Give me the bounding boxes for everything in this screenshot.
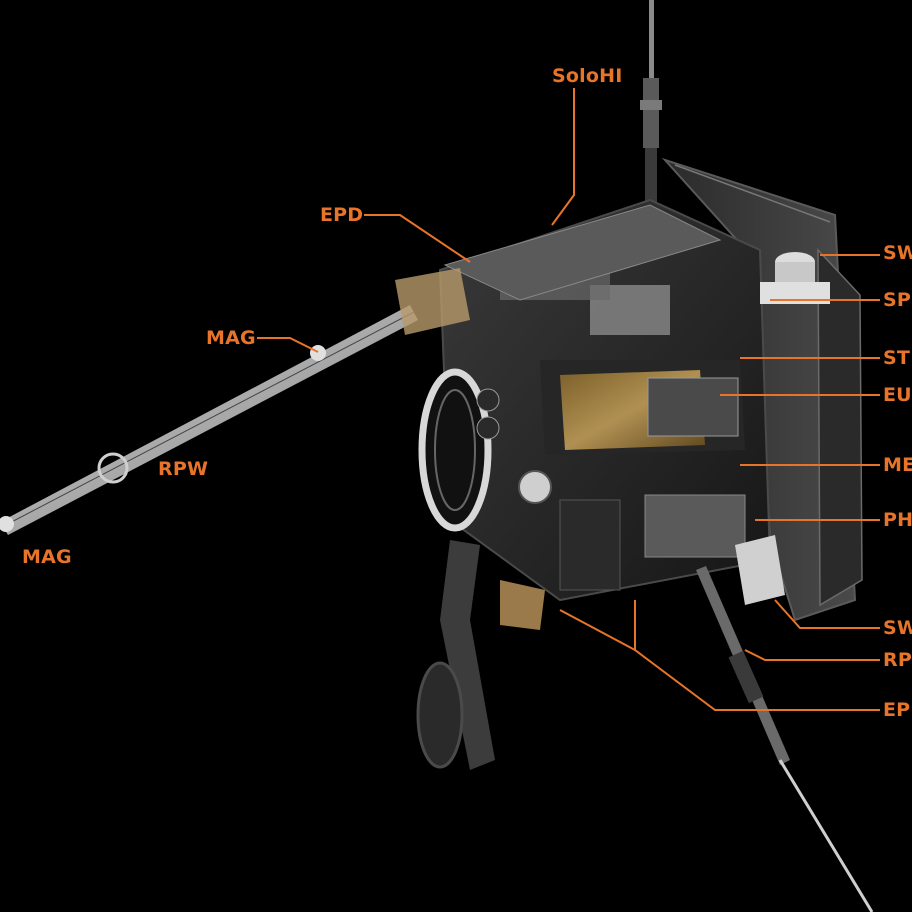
label-epd-bottom: EP <box>883 699 911 721</box>
label-rpw-boom: RPW <box>158 458 209 480</box>
label-swa-top: SW <box>883 242 912 264</box>
leader-epd-bottom <box>634 600 880 711</box>
leader-rpw-bottom <box>744 649 880 661</box>
label-eui: EU <box>883 384 912 406</box>
leader-soloHI <box>551 88 575 226</box>
leader-mag-mid <box>257 337 319 353</box>
leader-lines <box>257 88 880 711</box>
label-metis: ME <box>883 454 912 476</box>
label-swa-bottom: SW <box>883 617 912 639</box>
label-soloHI: SoloHI <box>552 65 623 87</box>
antenna-dish <box>418 368 552 532</box>
label-stix: ST <box>883 347 911 369</box>
label-mag-mid: MAG <box>206 327 256 349</box>
label-spice: SP <box>883 289 912 311</box>
label-epd-top: EPD <box>320 204 364 226</box>
leader-swa-bottom <box>774 599 880 629</box>
spacecraft-body <box>438 198 830 605</box>
label-phi: PH <box>883 509 912 531</box>
medium-gain-arm <box>416 540 545 770</box>
bottom-rpw-antenna <box>696 566 874 912</box>
instrument-boom <box>0 268 470 535</box>
label-mag-tip: MAG <box>22 546 72 568</box>
label-rpw-bottom: RP <box>883 649 912 671</box>
leader-epd-bottom-2 <box>559 609 636 651</box>
leader-epd-top <box>364 214 471 263</box>
